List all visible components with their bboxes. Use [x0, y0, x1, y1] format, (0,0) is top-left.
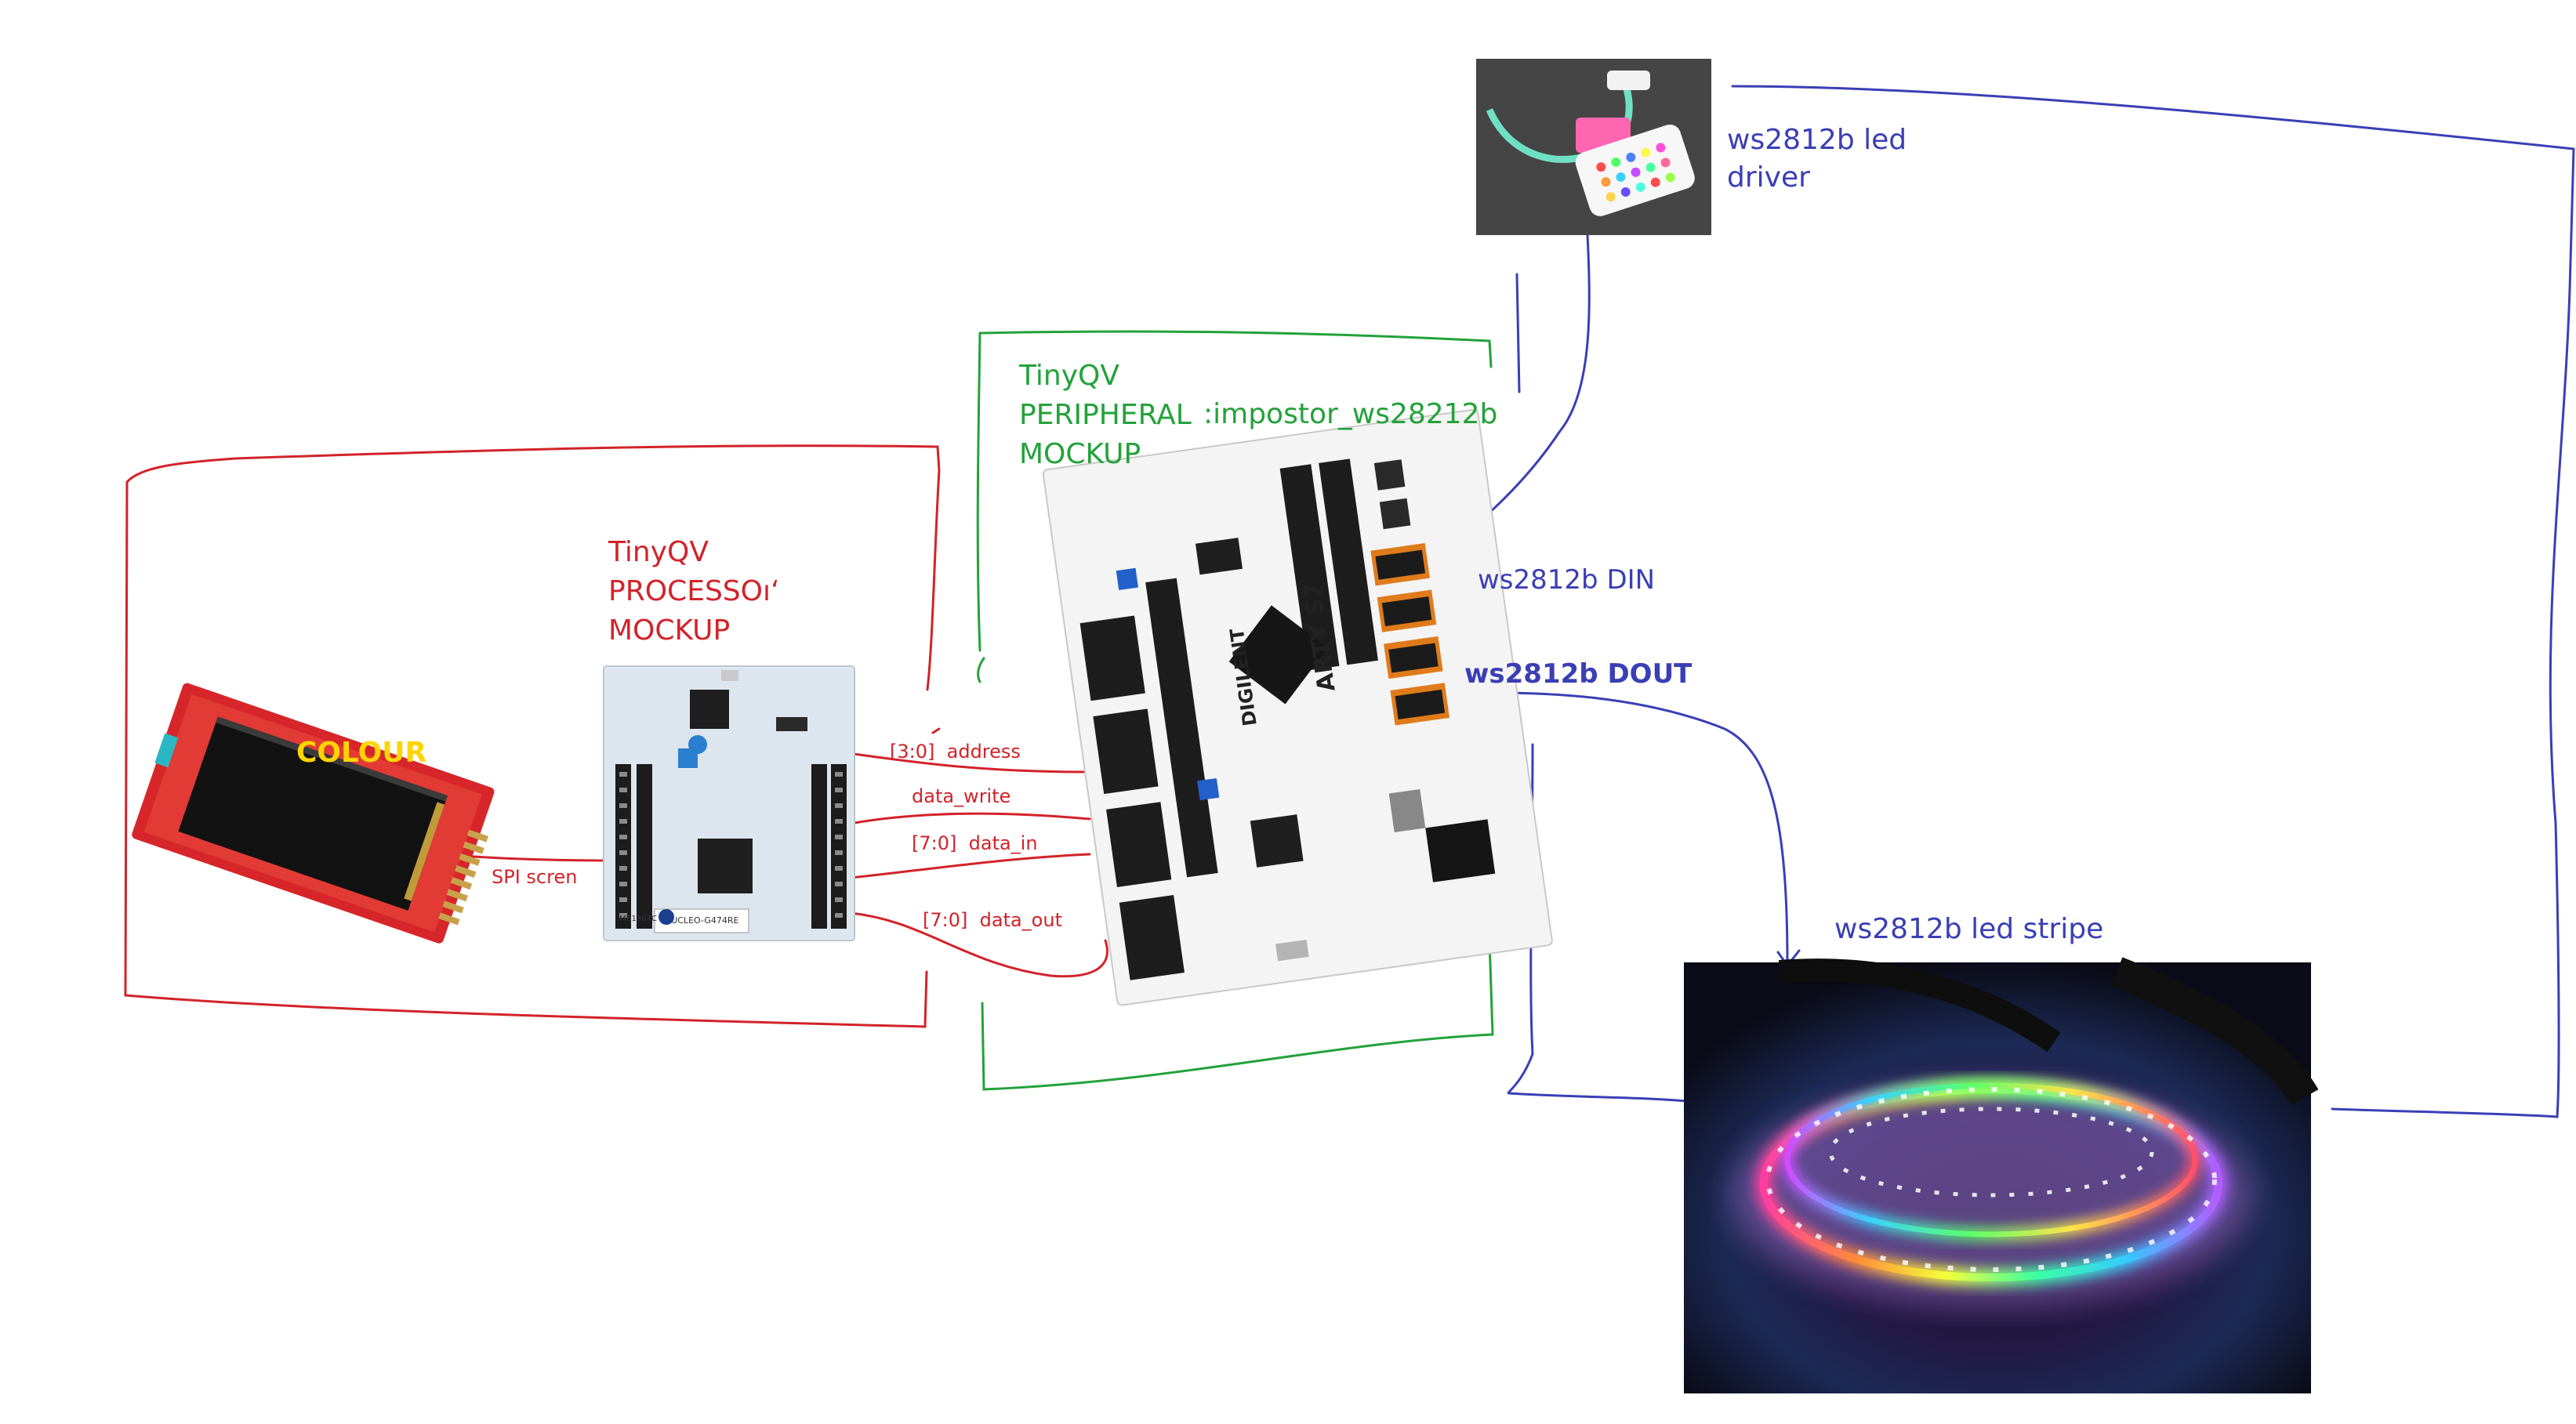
bus-signal-data-in-width: [7:0]: [912, 832, 957, 854]
bus-signal-data-out-name: data_out: [979, 909, 1062, 931]
driver-return-top: [1731, 85, 2575, 150]
peripheral-title: TinyQV PERIPHERAL MOCKUP: [1019, 357, 1192, 474]
processor-wiring: [124, 444, 1108, 1028]
driver-drop-wire: [1515, 273, 1521, 393]
dout-label: ws2812b DOUT: [1464, 658, 1693, 690]
spi-link-label: SPI scren: [492, 866, 578, 888]
address-wire: [841, 751, 1091, 774]
data-write-wire: [853, 812, 1091, 824]
ws2812b-wiring: [1398, 85, 2575, 1118]
led-driver-label-line-2: driver: [1727, 161, 1810, 194]
peripheral-loop-top: [976, 330, 1493, 652]
bus-signal-address: [3:0] address: [890, 741, 1021, 763]
led-stripe-photo: [1684, 957, 2319, 1393]
board-silk-label: NUCLEO-G474RE: [665, 915, 739, 926]
processor-title: TinyQV PROCESSOıʻ MOCKUP: [608, 533, 779, 650]
led-driver-photo: [1476, 59, 1711, 235]
peripheral-title-line-3: MOCKUP: [1019, 438, 1141, 470]
processor-title-line-1: TinyQV: [608, 536, 709, 568]
processor-loop-stub: [931, 727, 941, 734]
driver-return-right: [2331, 147, 2575, 1118]
din-label: ws2812b DIN: [1478, 564, 1656, 596]
arty-board: DIGILENT ARTY S7: [1042, 408, 1553, 1006]
tft-screen-module: [132, 683, 495, 944]
bus-signal-data-out-width: [7:0]: [923, 909, 968, 931]
bus-signal-data-write-name: data_write: [912, 785, 1011, 807]
screen-display-text: COLOUR: [296, 737, 427, 769]
led-stripe-label: ws2812b led stripe: [1834, 913, 2104, 945]
data-out-wire: [849, 911, 1108, 978]
processor-title-line-3: MOCKUP: [608, 614, 731, 647]
peripheral-instance-label: :impostor_ws28212b: [1203, 398, 1498, 430]
led-driver-label: ws2812b led driver: [1727, 121, 1907, 197]
bus-signal-data-in-name: data_in: [968, 832, 1038, 854]
peripheral-loop-bottom: [981, 939, 1494, 1091]
board-id-label: MB1367C: [619, 915, 657, 923]
dout-wire: [1441, 691, 1789, 966]
bus-signal-address-name: address: [946, 741, 1021, 763]
bus-signal-data-write: data_write: [912, 785, 1010, 807]
peripheral-title-line-1: TinyQV: [1019, 360, 1119, 392]
processor-loop-wire: [124, 444, 941, 1028]
bus-signal-data-out: [7:0] data_out: [923, 909, 1062, 931]
led-driver-label-line-1: ws2812b led: [1727, 124, 1907, 156]
bus-signal-data-in: [7:0] data_in: [912, 832, 1038, 854]
peripheral-title-line-2: PERIPHERAL: [1019, 399, 1192, 431]
peripheral-loop-stub: [977, 657, 985, 683]
nucleo-board: NUCLEO-G474RE MB1367C: [603, 665, 855, 941]
data-in-wire: [849, 853, 1091, 879]
processor-title-line-2: PROCESSOıʻ: [608, 575, 780, 607]
bus-signal-address-width: [3:0]: [890, 741, 935, 763]
